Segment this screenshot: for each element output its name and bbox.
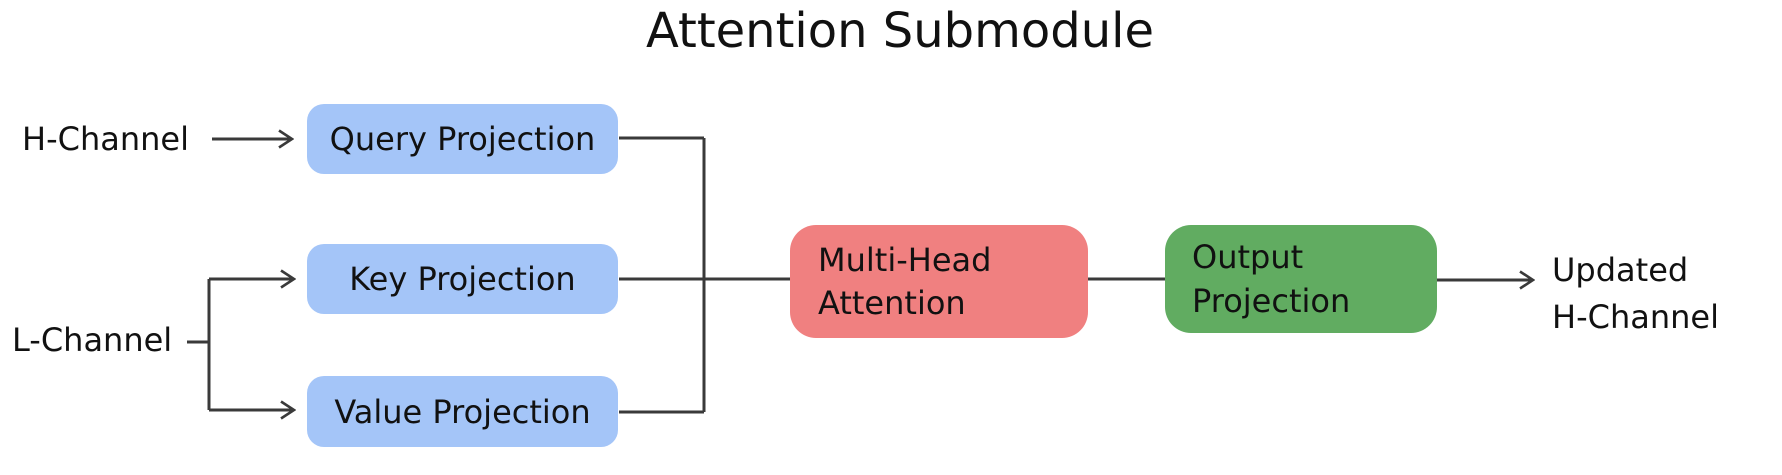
updated-h-channel-line1: Updated xyxy=(1552,251,1689,289)
node-output-projection: Output Projection xyxy=(1165,225,1437,333)
node-key-projection: Key Projection xyxy=(307,244,618,314)
node-output-projection-label: Output Projection xyxy=(1192,238,1351,320)
updated-h-channel-label: Updated H-Channel xyxy=(1552,247,1719,341)
node-multi-head-attention: Multi-Head Attention xyxy=(790,225,1088,338)
node-query-projection: Query Projection xyxy=(307,104,618,174)
node-key-projection-label: Key Projection xyxy=(349,260,576,298)
updated-h-channel-line2: H-Channel xyxy=(1552,298,1719,336)
diagram-title: Attention Submodule xyxy=(646,3,1155,59)
h-channel-input-label: H-Channel xyxy=(22,120,189,158)
node-value-projection: Value Projection xyxy=(307,376,618,447)
node-value-projection-label: Value Projection xyxy=(334,392,591,431)
node-multi-head-attention-label: Multi-Head Attention xyxy=(818,240,992,322)
l-channel-input-label: L-Channel xyxy=(12,321,173,359)
node-query-projection-label: Query Projection xyxy=(329,120,596,158)
